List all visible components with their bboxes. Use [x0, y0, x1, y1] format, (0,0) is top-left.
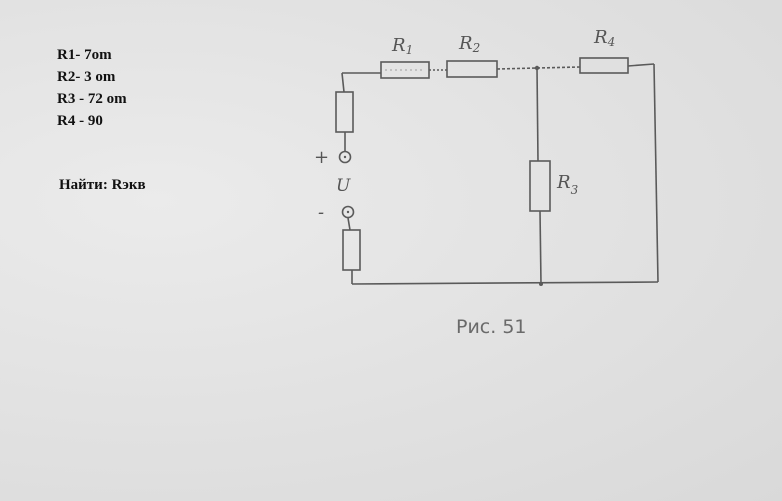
figure-caption: Рис. 51	[456, 316, 527, 338]
label-r2: R2	[458, 33, 480, 55]
terminal-plus-dot	[343, 155, 347, 159]
label-r1: R1	[391, 35, 413, 57]
label-voltage: U	[336, 176, 351, 196]
given-r3: R3 - 72 om	[57, 91, 127, 107]
task-text: Найти: Rэкв	[59, 177, 146, 193]
resistor-r1	[380, 61, 430, 79]
wire-node-r4	[536, 66, 581, 69]
label-plus: +	[314, 147, 329, 168]
wire-r3-bottom	[539, 210, 542, 285]
terminal-plus	[338, 150, 352, 164]
given-r2: R2- 3 om	[57, 69, 116, 85]
resistor-r3	[529, 160, 551, 212]
wire-r2-node	[496, 67, 538, 70]
wire-right	[653, 63, 659, 283]
resistor-left-top	[335, 91, 354, 133]
wire-left-top	[341, 72, 345, 93]
node-top	[534, 65, 540, 71]
given-r1: R1- 7om	[57, 47, 112, 63]
terminal-minus-dot	[346, 210, 350, 214]
label-minus: -	[318, 202, 324, 223]
label-r3: R3	[556, 172, 579, 197]
wire-minus-to-res	[347, 217, 351, 231]
wire-bottom	[351, 281, 659, 285]
node-bottom	[539, 282, 543, 286]
wire-node-r3	[536, 67, 539, 162]
given-r4: R4 - 90	[57, 113, 103, 129]
given-values: R1- 7om R2- 3 om R3 - 72 om R4 - 90	[57, 44, 127, 132]
resistor-r4	[579, 57, 629, 74]
resistor-left-bottom	[342, 229, 361, 271]
resistor-r2	[446, 60, 498, 78]
wire-r4-right	[627, 63, 655, 67]
terminal-minus	[341, 205, 355, 219]
label-r4: R4	[593, 27, 615, 49]
